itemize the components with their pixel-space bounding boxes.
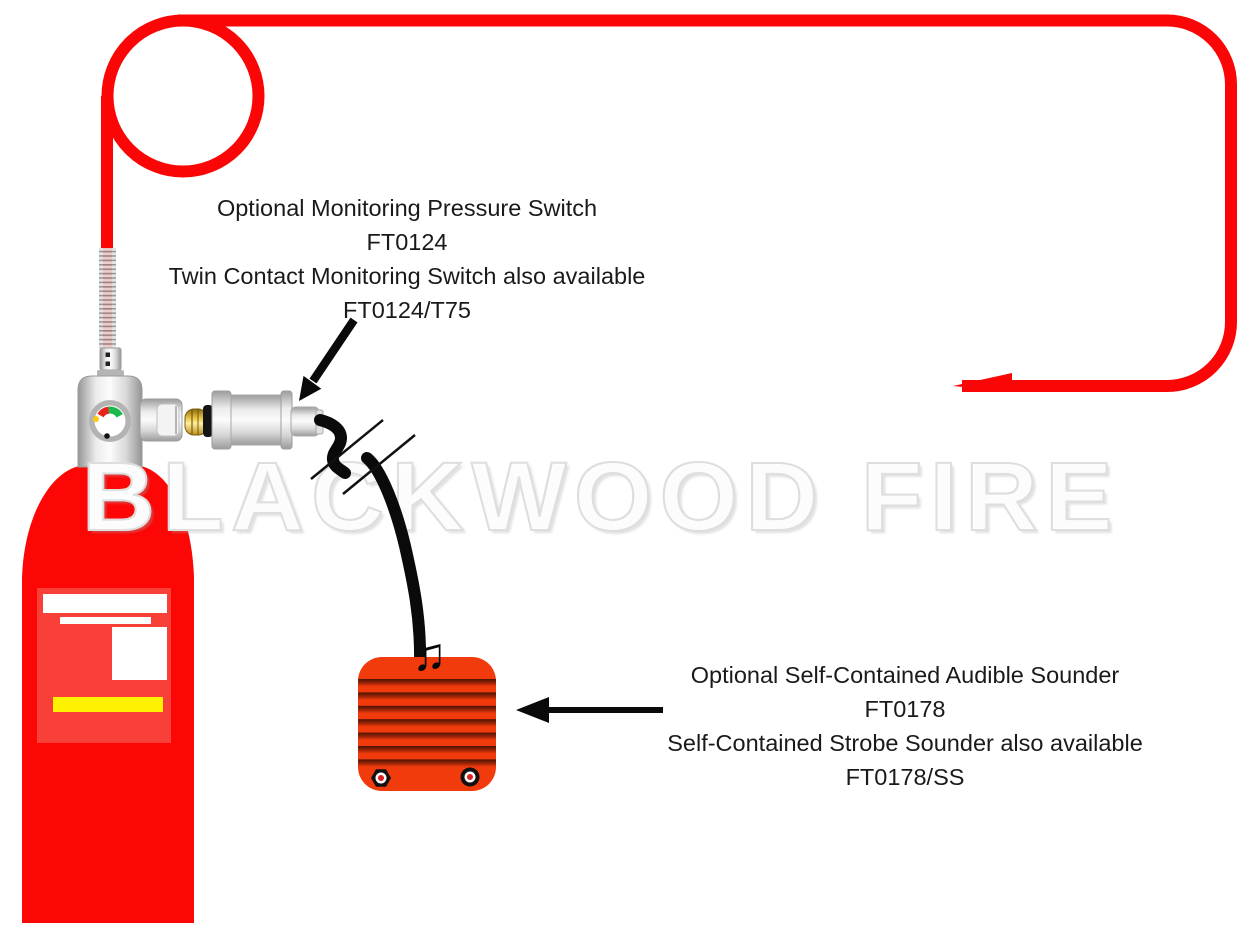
label-sub-bar [60, 617, 151, 624]
audible-sounder [358, 657, 496, 791]
sounder-annotation-line3: Self-Contained Strobe Sounder also avail… [667, 730, 1143, 756]
tube-end-arrowhead [953, 373, 1012, 392]
adapter-collar [97, 370, 124, 376]
pressure-gauge [89, 400, 131, 442]
sounder-callout-arrow [516, 697, 663, 723]
cable-break-marks [310, 419, 416, 495]
gauge-pivot-dot [104, 433, 110, 439]
gauge-yellow-dot [93, 416, 99, 422]
pressure-switch-annotation-line1: Optional Monitoring Pressure Switch [216, 195, 598, 221]
sounder-screw-right [460, 767, 480, 787]
sounder-screw-left [371, 769, 391, 787]
label-title-bar [43, 594, 167, 613]
tube-spring-fitting [97, 248, 124, 376]
sounder-annotation-line1: Optional Self-Contained Audible Sounder [690, 662, 1120, 688]
sounder-annotation: Optional Self-Contained Audible Sounder … [655, 658, 1155, 794]
tube-path [101, 14, 1237, 392]
music-note-icon: ♫ [412, 628, 447, 680]
extinguisher-cylinder [22, 466, 194, 923]
pressure-switch [184, 390, 324, 450]
switch-callout-arrow [299, 317, 358, 401]
gauge-green-zone [108, 406, 123, 418]
cylinder-label [37, 588, 171, 743]
pressure-switch-annotation-line4: FT0124/T75 [342, 297, 471, 323]
pressure-switch-annotation-line3: Twin Contact Monitoring Switch also avai… [168, 263, 646, 289]
port-bore [156, 403, 180, 437]
coil-spring [99, 248, 116, 348]
label-pictogram-box [112, 627, 167, 680]
pressure-switch-annotation-line2: FT0124 [366, 229, 448, 255]
pressure-switch-annotation: Optional Monitoring Pressure Switch FT01… [157, 191, 657, 327]
sounder-louvres [358, 679, 496, 767]
valve-assembly [77, 375, 183, 468]
switch-body [230, 394, 283, 446]
label-yellow-band [53, 697, 163, 712]
o-ring [203, 405, 213, 437]
sounder-annotation-line4: FT0178/SS [845, 764, 965, 790]
gauge-red-zone [97, 406, 110, 418]
sounder-cable [310, 414, 427, 670]
sounder-annotation-line2: FT0178 [864, 696, 946, 722]
watermark: BLACKWOOD FIRE [81, 441, 1120, 552]
detection-tube [101, 14, 1237, 392]
